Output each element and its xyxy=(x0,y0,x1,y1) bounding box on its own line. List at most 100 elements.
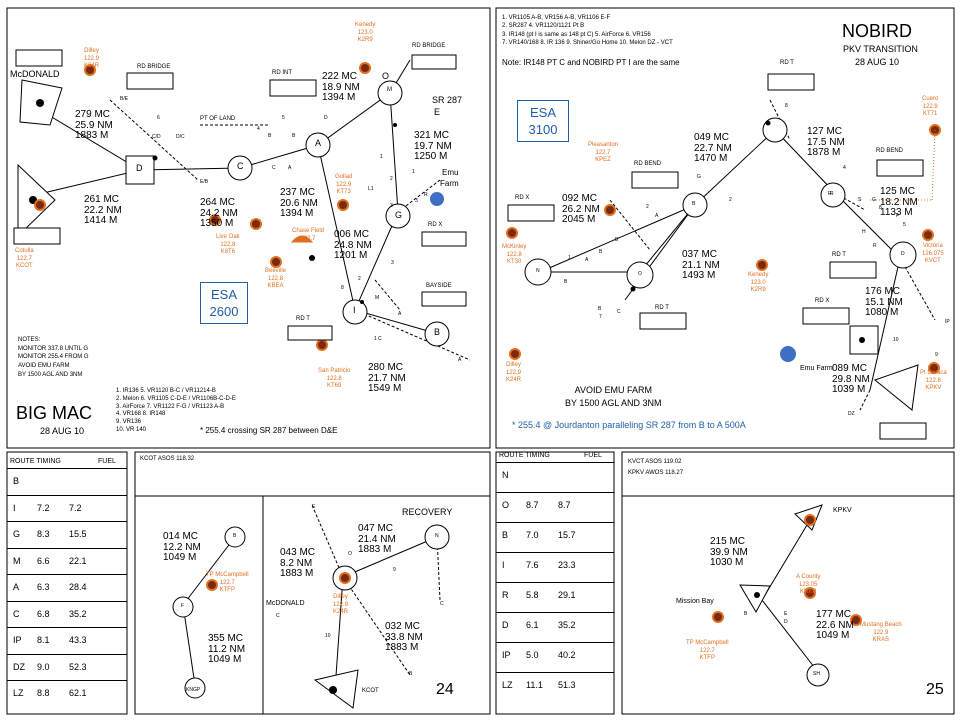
leg-alt: 1350 M xyxy=(200,218,234,229)
route-timing-time: 7.6 xyxy=(526,560,539,570)
freq-id: K2R9 xyxy=(750,287,766,293)
route-timing-time: 8.8 xyxy=(37,688,50,698)
route-timing-point: IP xyxy=(502,650,511,660)
freq-name: Dilley xyxy=(506,362,521,368)
freq-name: Live Oak xyxy=(216,234,240,240)
freq-value: 122.8 xyxy=(268,275,284,282)
freq-id: KCOT xyxy=(16,263,33,269)
route-timing-fuel: 22.1 xyxy=(69,555,87,566)
leg-alt: 1470 M xyxy=(694,153,728,164)
freq-value: 122.7 xyxy=(219,579,235,586)
place-label: E xyxy=(434,107,441,117)
freq-value: 122.7 xyxy=(16,255,32,262)
leg-mc: 261 MC xyxy=(84,194,120,205)
freq-value: 122.8 xyxy=(220,241,236,248)
route-label: G xyxy=(872,197,876,203)
place-label: RD X xyxy=(428,222,443,228)
route-label: 3 xyxy=(391,260,394,266)
legend-line: 4. VR168 8. IR148 xyxy=(116,411,166,418)
route-timing-divider xyxy=(7,521,127,522)
freq-id: KRKP xyxy=(800,589,817,595)
route-timing-fuel: 52.3 xyxy=(69,661,87,672)
route-timing-point: G xyxy=(13,529,21,539)
route-timing-divider xyxy=(496,612,614,613)
place-label: RD T xyxy=(655,305,669,311)
legend-line: 1. VR1105 A-B, VR156 A-B, VR1106 E-F xyxy=(502,15,611,21)
leg-mc: 006 MC xyxy=(334,229,370,240)
route-timing-fuel: 28.4 xyxy=(69,582,87,592)
freq-id: KT69 xyxy=(327,383,342,389)
avoid-note: AVOID EMU FARM BY 1500 AGL AND 3NM xyxy=(565,384,662,409)
freq-name: Goliad xyxy=(335,174,353,180)
note-line: AVOID EMU FARM xyxy=(18,363,70,370)
place-label: O xyxy=(382,71,390,81)
place-label: IP xyxy=(945,319,950,325)
waypoint-D: D xyxy=(136,163,143,173)
place-label: RD BRIDGE xyxy=(412,43,446,49)
freq-id: KBEA xyxy=(267,283,284,289)
freq-value: 122.9 xyxy=(84,55,100,62)
leg-mc: 037 MC xyxy=(682,249,718,260)
route-label: 2 xyxy=(358,276,361,282)
left-title: BIG MAC xyxy=(16,403,93,423)
route-timing-fuel: 40.2 xyxy=(558,650,576,660)
recovery-label: KPKV xyxy=(833,507,852,514)
route-label: E/B xyxy=(200,179,209,185)
route-timing-divider xyxy=(7,680,127,681)
route-timing-fuel: 35.2 xyxy=(69,608,87,619)
waypoint-N: N xyxy=(536,268,540,274)
route-timing-point: R xyxy=(502,590,509,600)
route-timing-divider xyxy=(7,547,127,549)
freq-id: KPEZ xyxy=(595,157,611,163)
freq-value: 123.0 xyxy=(357,29,373,36)
avoid-line: AVOID EMU FARM xyxy=(574,385,652,395)
waypoint-M: M xyxy=(387,87,392,93)
route-timing-fuel-header: FUEL xyxy=(98,458,116,465)
route-timing-point: A xyxy=(13,582,20,592)
route-label: R xyxy=(828,191,832,197)
waypoint-B: B xyxy=(434,327,441,337)
freq-name: Victoria xyxy=(922,243,943,249)
recovery-label: E xyxy=(784,611,788,617)
left-bottom-header: KCOT ASOS 118.32 xyxy=(140,456,195,462)
recovery-label: O xyxy=(348,551,352,557)
leg-nm: 21.7 NM xyxy=(368,372,406,384)
route-timing-point: M xyxy=(13,555,21,566)
route-timing-divider xyxy=(496,642,614,643)
note-line: NOTES: xyxy=(18,337,41,343)
route-timing-time: 6.3 xyxy=(37,582,50,592)
route-label: 8 xyxy=(785,103,788,109)
leg-nm: 12.2 NM xyxy=(163,541,201,553)
route-timing-time: 7.0 xyxy=(526,530,539,540)
leg-nm: 18.2 NM xyxy=(880,196,918,208)
leg-mc: 049 MC xyxy=(694,132,730,143)
route-label: L1 xyxy=(368,186,374,192)
leg-alt: 1883 M xyxy=(358,544,392,555)
recovery-label: N xyxy=(435,533,439,539)
route-timing-point: N xyxy=(502,470,509,480)
asos-line: KPKV AWOS 118.27 xyxy=(628,470,684,477)
leg-mc: 014 MC xyxy=(163,531,199,542)
leg-alt: 1394 M xyxy=(280,208,314,219)
place-label: RD T xyxy=(296,316,310,322)
freq-value: 122.9 xyxy=(873,629,889,636)
route-timing-point: B xyxy=(502,530,509,540)
route-label: 8 xyxy=(879,205,882,211)
freq-name: Dilley xyxy=(333,594,348,600)
leg-mc: 125 MC xyxy=(880,186,916,197)
